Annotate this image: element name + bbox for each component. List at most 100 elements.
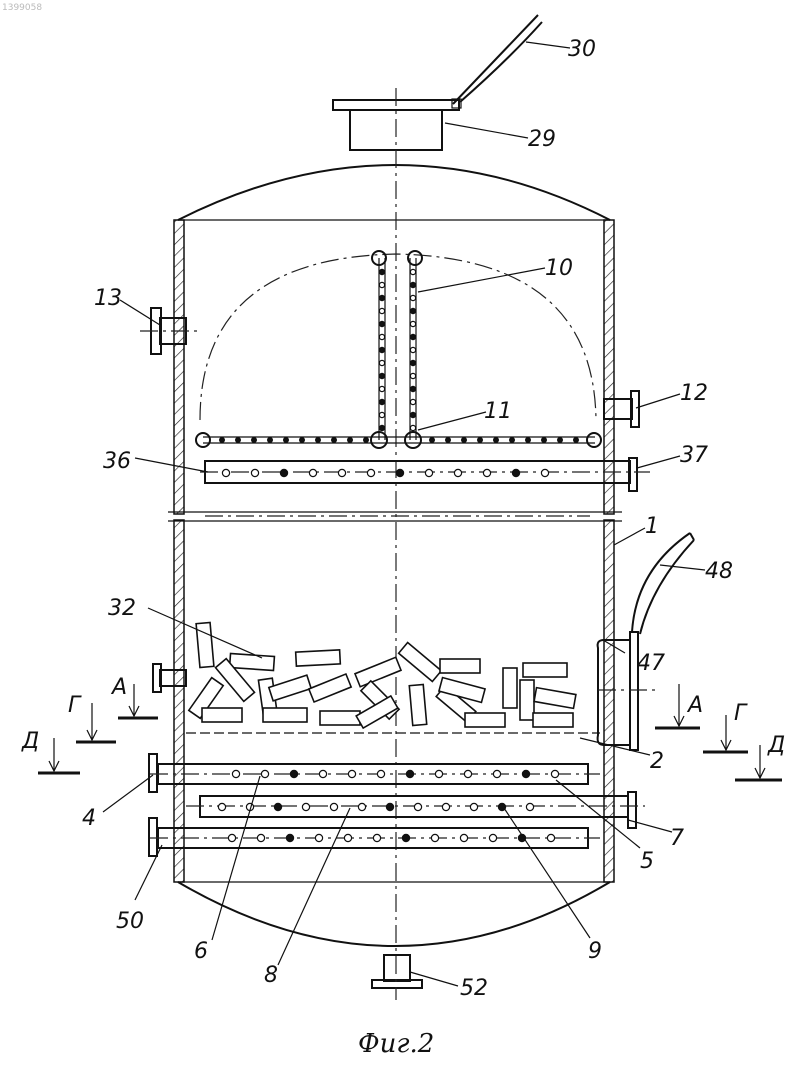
perforation-hole xyxy=(454,469,461,476)
perforation-hole xyxy=(414,803,421,810)
pipe-4-5 xyxy=(149,754,600,792)
packing-brick xyxy=(409,684,426,725)
perforation-hole xyxy=(379,321,384,326)
label-50: 50 xyxy=(116,909,144,934)
label-47: 47 xyxy=(637,651,665,676)
label-8: 8 xyxy=(264,963,278,988)
perforation-hole xyxy=(410,334,415,339)
label-37: 37 xyxy=(680,443,708,468)
label-13: 13 xyxy=(94,286,122,311)
packing-brick xyxy=(196,622,214,667)
perforation-hole xyxy=(410,321,415,326)
packing-brick xyxy=(534,688,576,709)
perforation-hole xyxy=(489,834,496,841)
perforation-hole xyxy=(316,438,321,443)
packing-brick xyxy=(230,653,275,670)
perforation-hole xyxy=(379,308,384,313)
perforation-hole xyxy=(522,770,529,777)
perforation-hole xyxy=(367,469,374,476)
perforation-hole xyxy=(410,360,415,365)
section-d-right: Д xyxy=(767,733,785,758)
perforation-hole xyxy=(302,803,309,810)
label-30: 30 xyxy=(568,37,596,62)
packing-brick xyxy=(296,650,341,666)
section-g-right: Г xyxy=(734,701,748,726)
perforation-hole xyxy=(410,412,415,417)
packing-brick xyxy=(263,708,307,722)
label-9: 9 xyxy=(588,939,602,964)
perforation-hole xyxy=(410,399,415,404)
packing-brick xyxy=(320,711,360,725)
perforation-hole xyxy=(377,770,384,777)
perforation-hole xyxy=(526,803,533,810)
perforation-hole xyxy=(222,469,229,476)
perforation-hole xyxy=(232,770,239,777)
perforation-hole xyxy=(460,834,467,841)
perforation-hole xyxy=(261,770,268,777)
perforation-hole xyxy=(379,412,384,417)
perforation-hole xyxy=(236,438,241,443)
perforation-hole xyxy=(410,269,415,274)
label-1: 1 xyxy=(645,514,659,539)
pipe-36-37 xyxy=(200,458,650,491)
perforation-hole xyxy=(348,438,353,443)
document-id: 1399058 xyxy=(2,3,42,13)
perforation-hole xyxy=(442,803,449,810)
perforation-hole xyxy=(410,308,415,313)
perforation-hole xyxy=(510,438,515,443)
bottom-dome xyxy=(178,882,610,946)
perforation-hole xyxy=(379,425,384,430)
perforation-hole xyxy=(332,438,337,443)
top-dome xyxy=(178,165,610,220)
packing-brick xyxy=(523,663,567,677)
perforation-hole xyxy=(319,770,326,777)
label-7: 7 xyxy=(670,826,684,851)
perforation-hole xyxy=(315,834,322,841)
perforation-hole xyxy=(425,469,432,476)
label-6: 6 xyxy=(194,939,208,964)
perforation-hole xyxy=(379,386,384,391)
perforation-hole xyxy=(542,438,547,443)
sprayer-envelope xyxy=(200,254,596,420)
perforation-hole xyxy=(338,469,345,476)
perforation-hole xyxy=(268,438,273,443)
perforation-hole xyxy=(379,347,384,352)
perforation-hole xyxy=(493,770,500,777)
nozzle-13 xyxy=(140,308,200,354)
packing-brick xyxy=(503,668,517,708)
label-11: 11 xyxy=(484,399,512,424)
packing-brick xyxy=(269,675,311,701)
top-hatch xyxy=(333,15,542,150)
pipe-7-9 xyxy=(186,792,645,828)
perforation-hole xyxy=(512,469,519,476)
sprayer-manifold xyxy=(196,251,601,448)
perforation-hole xyxy=(228,834,235,841)
section-g-left: Г xyxy=(68,693,82,718)
shell-walls xyxy=(168,220,622,882)
perforation-hole xyxy=(290,770,297,777)
packing-brick xyxy=(440,659,480,673)
perforation-hole xyxy=(410,386,415,391)
perforation-hole xyxy=(494,438,499,443)
perforation-hole xyxy=(379,282,384,287)
packing-brick xyxy=(533,713,573,727)
label-2: 2 xyxy=(650,749,664,774)
perforation-hole xyxy=(410,347,415,352)
perforation-hole xyxy=(464,770,471,777)
perforation-hole xyxy=(379,269,384,274)
perforation-hole xyxy=(373,834,380,841)
perforation-hole xyxy=(483,469,490,476)
label-29: 29 xyxy=(528,127,556,152)
perforation-hole xyxy=(220,438,225,443)
perforation-hole xyxy=(410,425,415,430)
perforation-hole xyxy=(218,803,225,810)
perforation-hole xyxy=(541,469,548,476)
figure-caption: Фиг.2 xyxy=(358,1029,434,1059)
perforation-hole xyxy=(344,834,351,841)
perforation-hole xyxy=(379,373,384,378)
section-a-left: А xyxy=(110,675,127,700)
label-5: 5 xyxy=(640,849,654,874)
perforation-hole xyxy=(435,770,442,777)
perforation-hole xyxy=(551,770,558,777)
